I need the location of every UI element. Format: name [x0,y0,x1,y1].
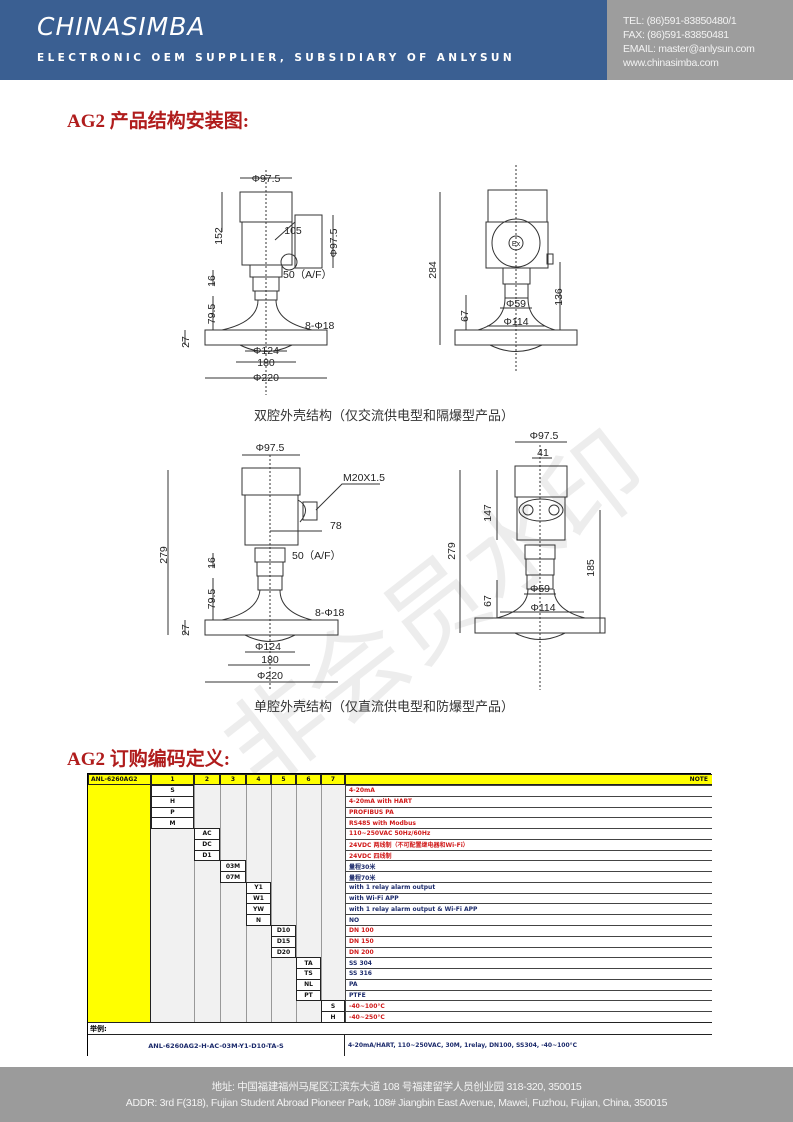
contact-website[interactable]: www.chinasimba.com [623,57,719,69]
column-header: 6 [296,774,321,785]
column-header: 7 [321,774,345,785]
dim-label: 27 [180,624,192,636]
dim-label: M20X1.5 [343,472,385,484]
model-column [88,785,151,1022]
column-divider [296,785,297,1022]
dim-label: 147 [482,504,494,522]
column-header: 2 [194,774,220,785]
option-code: N [246,914,271,926]
dim-label: 79.5 [206,304,218,325]
column-divider [194,785,195,1022]
option-code: PT [296,989,321,1002]
dim-label: 180 [257,357,275,369]
section-title-ordering: AG2 订购编码定义: [67,749,231,770]
example-note: 4-20mA/HART, 110~250VAC, 30M, 1relay, DN… [345,1035,712,1056]
dim-label: 279 [446,542,458,560]
contact-fax: FAX: (86)591-83850481 [623,29,729,41]
contact-email[interactable]: EMAIL: master@anlysun.com [623,43,755,55]
column-header: 4 [246,774,271,785]
dim-label: 16 [206,275,218,287]
brand-logo: CHINASIMBA [37,12,206,41]
dim-label: Φ124 [255,641,281,653]
tagline: ELECTRONIC OEM SUPPLIER, SUBSIDIARY OF A… [37,52,516,64]
example-label: 举例: [88,1022,712,1035]
dim-label: Φ220 [257,670,283,682]
dim-label: 79.5 [206,589,218,610]
dim-label: 279 [158,546,170,564]
ex-mark-icon: Ex [512,241,521,248]
option-code: D20 [271,946,296,959]
dual-chamber-front-view: Ex [439,165,578,372]
header-banner: CHINASIMBA ELECTRONIC OEM SUPPLIER, SUBS… [0,0,607,80]
dim-label: Φ97.5 [328,228,340,257]
dim-label: 152 [213,227,225,245]
dim-label: Φ220 [253,372,279,384]
single-chamber-side-view [167,454,380,690]
section-title-structure: AG2 产品结构安装图: [67,111,250,132]
option-code: 07M [220,871,246,883]
dim-label: 67 [482,595,494,607]
dim-label: 105 [284,225,302,237]
option-code: D1 [194,849,220,862]
dim-label: 185 [585,559,597,577]
single-chamber-front-view [459,441,606,690]
contact-block: TEL: (86)591-83850480/1 FAX: (86)591-838… [607,0,793,80]
footer-address-cn: 地址: 中国福建福州马尾区江滨东大道 108 号福建留学人员创业园 318-32… [211,1081,582,1093]
installation-drawings: Ex [158,165,606,690]
column-divider [271,785,272,1022]
dim-label: Φ97.5 [252,173,281,185]
dim-label: 8-Φ18 [315,607,345,619]
dual-chamber-side-view [184,170,334,395]
footer: 地址: 中国福建福州马尾区江滨东大道 108 号福建留学人员创业园 318-32… [0,1067,793,1122]
column-divider [220,785,221,1022]
dimension-labels: Φ97.5 152 105 Φ97.5 50（A/F） 16 79.5 8-Φ1… [158,173,597,682]
column-header: 3 [220,774,246,785]
option-code: M [151,817,194,830]
model-header: ANL-6260AG2 [88,774,151,785]
dim-label: 78 [330,520,342,532]
dim-label: 284 [427,261,439,279]
contact-tel: TEL: (86)591-83850480/1 [623,15,737,27]
dim-label: 8-Φ18 [305,320,335,332]
column-header: 1 [151,774,194,785]
caption-single-chamber: 单腔外壳结构（仅直流供电型和防爆型产品） [254,700,515,715]
column-divider [321,785,322,1022]
dim-label: 180 [261,654,279,666]
dim-label: 50（A/F） [283,269,332,281]
dim-label: 50（A/F） [292,550,341,562]
dim-label: 41 [537,447,549,459]
dim-label: 27 [180,336,192,348]
dim-label: 67 [459,310,471,322]
column-header: 5 [271,774,296,785]
caption-dual-chamber: 双腔外壳结构（仅交流供电型和隔爆型产品） [254,409,515,424]
dim-label: Φ97.5 [530,430,559,442]
dim-label: Φ97.5 [256,442,285,454]
dim-label: 16 [206,557,218,569]
dim-label: Φ114 [503,316,528,328]
dim-label: Φ114 [530,602,555,614]
dim-label: Φ59 [506,298,526,310]
footer-address-en: ADDR: 3rd F(318), Fujian Student Abroad … [125,1097,668,1109]
dim-label: Φ59 [530,583,550,595]
dim-label: 136 [553,288,565,306]
dim-label: Φ124 [253,345,279,357]
note-header: NOTE [345,774,712,785]
example-code: ANL-6260AG2-H-AC-03M-Y1-D10-TA-S [88,1035,345,1056]
